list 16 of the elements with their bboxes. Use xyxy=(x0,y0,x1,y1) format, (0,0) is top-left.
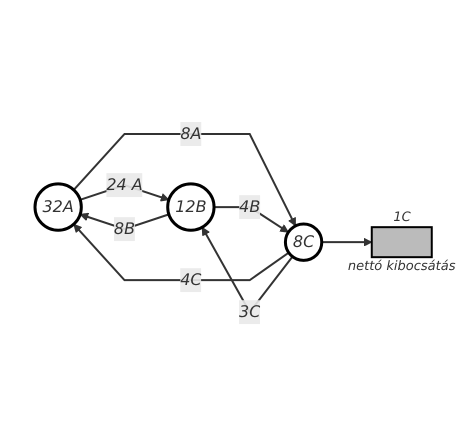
edge-label: 8B xyxy=(114,218,136,238)
edge-label: 4B xyxy=(239,196,260,216)
arrow xyxy=(73,132,296,226)
node-box xyxy=(370,226,433,258)
node-circle: 8C xyxy=(284,222,324,262)
edge-label: 3C xyxy=(239,302,261,322)
edge-label: 8A xyxy=(180,124,202,143)
arrow xyxy=(73,224,290,282)
node-circle: 32A xyxy=(34,182,83,232)
node-caption: nettó kibocsátás xyxy=(348,259,456,274)
arrow xyxy=(214,206,289,233)
node-caption: 1C xyxy=(393,210,411,226)
arrow xyxy=(322,238,372,246)
edge-label: 4C xyxy=(180,270,202,290)
edge-label: 24 A xyxy=(106,174,143,194)
node-circle: 12B xyxy=(166,182,216,232)
